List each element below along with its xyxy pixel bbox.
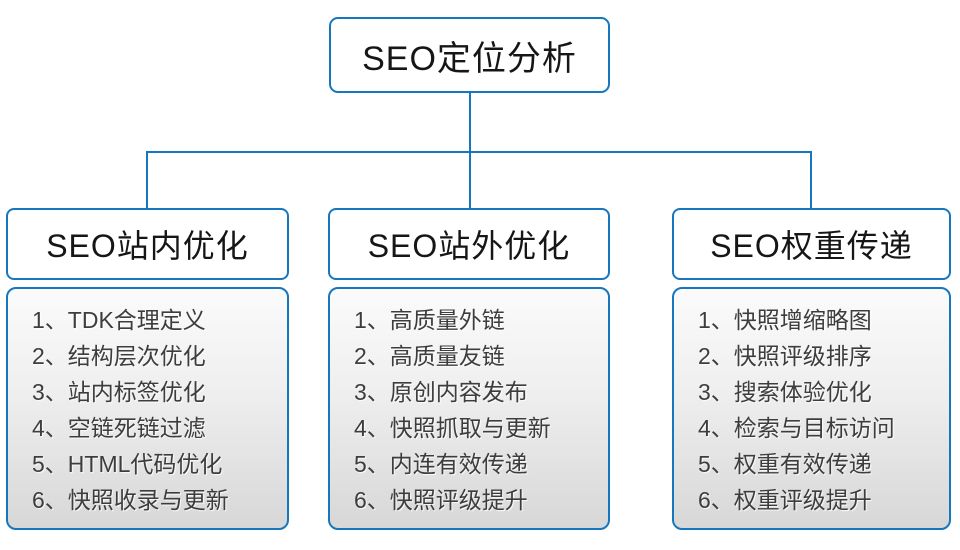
connector-horizontal-bar: [146, 151, 812, 153]
list-item: 1、TDK合理定义: [32, 307, 206, 333]
root-node: SEO定位分析: [329, 17, 610, 93]
list-item: 5、内连有效传递: [354, 451, 528, 477]
list-item: 4、检索与目标访问: [698, 415, 895, 441]
branch-offsite: SEO站外优化 1、高质量外链 2、高质量友链 3、原创内容发布 4、快照抓取与…: [328, 208, 610, 530]
branch-weight-list: 1、快照增缩略图 2、快照评级排序 3、搜索体验优化 4、检索与目标访问 5、权…: [672, 287, 951, 530]
branch-onsite-title: SEO站内优化: [46, 228, 249, 264]
list-item: 4、快照抓取与更新: [354, 415, 551, 441]
branch-offsite-header: SEO站外优化: [328, 208, 610, 280]
list-item: 5、权重有效传递: [698, 451, 872, 477]
list-item: 1、快照增缩略图: [698, 307, 872, 333]
list-item: 2、结构层次优化: [32, 343, 206, 369]
list-item: 5、HTML代码优化: [32, 451, 223, 477]
branch-onsite-header: SEO站内优化: [6, 208, 289, 280]
branch-weight-header: SEO权重传递: [672, 208, 951, 280]
connector-trunk: [469, 93, 471, 152]
branch-offsite-list: 1、高质量外链 2、高质量友链 3、原创内容发布 4、快照抓取与更新 5、内连有…: [328, 287, 610, 530]
branch-weight-title: SEO权重传递: [710, 228, 913, 264]
list-item: 2、高质量友链: [354, 343, 505, 369]
list-item: 4、空链死链过滤: [32, 415, 206, 441]
connector-drop-center: [469, 152, 471, 208]
list-item: 6、快照评级提升: [354, 487, 528, 513]
list-item: 2、快照评级排序: [698, 343, 872, 369]
branch-weight: SEO权重传递 1、快照增缩略图 2、快照评级排序 3、搜索体验优化 4、检索与…: [672, 208, 951, 530]
list-item: 1、高质量外链: [354, 307, 505, 333]
connector-drop-right: [810, 152, 812, 208]
list-item: 6、快照收录与更新: [32, 487, 229, 513]
list-item: 3、原创内容发布: [354, 379, 528, 405]
list-item: 3、站内标签优化: [32, 379, 206, 405]
list-item: 6、权重评级提升: [698, 487, 872, 513]
branch-onsite-list: 1、TDK合理定义 2、结构层次优化 3、站内标签优化 4、空链死链过滤 5、H…: [6, 287, 289, 530]
connector-drop-left: [146, 152, 148, 208]
branch-onsite: SEO站内优化 1、TDK合理定义 2、结构层次优化 3、站内标签优化 4、空链…: [6, 208, 289, 530]
branch-offsite-title: SEO站外优化: [367, 228, 571, 264]
root-node-title: SEO定位分析: [362, 39, 577, 78]
list-item: 3、搜索体验优化: [698, 379, 872, 405]
